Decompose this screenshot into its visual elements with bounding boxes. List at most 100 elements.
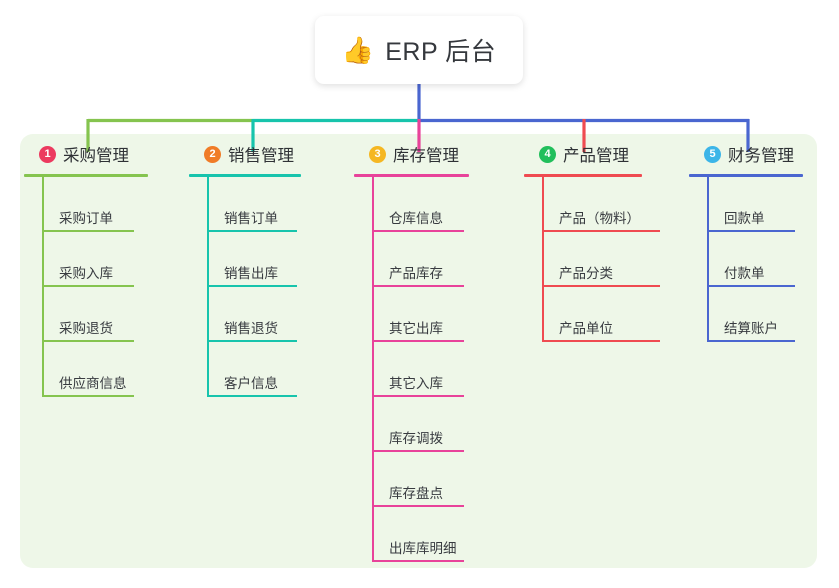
- branch-trunk-line: [542, 177, 544, 342]
- branch-header-5[interactable]: 5 财务管理: [685, 134, 839, 174]
- branch-number-badge: 3: [369, 145, 386, 163]
- list-item-underline: [707, 230, 795, 232]
- list-item[interactable]: 其它入库: [372, 342, 515, 397]
- list-item[interactable]: 产品分类: [542, 232, 685, 287]
- list-item[interactable]: 产品库存: [372, 232, 515, 287]
- list-item-underline: [42, 395, 134, 397]
- list-item-underline: [372, 505, 464, 507]
- root-node[interactable]: 👍 ERP 后台: [315, 16, 523, 84]
- list-item[interactable]: 付款单: [707, 232, 839, 287]
- branch-trunk-line: [707, 177, 709, 342]
- list-item-label: 其它出库: [389, 321, 443, 336]
- list-item-label: 出库库明细: [389, 541, 457, 556]
- list-item-underline: [372, 285, 464, 287]
- list-item[interactable]: 采购退货: [42, 287, 185, 342]
- list-item-underline: [207, 340, 297, 342]
- list-item-underline: [207, 285, 297, 287]
- list-item-label: 付款单: [724, 266, 765, 281]
- list-item-label: 采购退货: [59, 321, 113, 336]
- list-item-label: 回款单: [724, 211, 765, 226]
- branches-panel: [20, 134, 817, 568]
- list-item-underline: [372, 560, 464, 562]
- list-item-underline: [372, 450, 464, 452]
- branch-item-list: 采购订单采购入库采购退货供应商信息: [42, 177, 185, 397]
- branch-title: 销售管理: [228, 147, 294, 165]
- branch-title: 采购管理: [63, 147, 129, 165]
- list-item[interactable]: 其它出库: [372, 287, 515, 342]
- list-item-underline: [207, 230, 297, 232]
- branch-trunk-line: [372, 177, 374, 562]
- list-item[interactable]: 产品单位: [542, 287, 685, 342]
- branch-column-1: 1 采购管理采购订单采购入库采购退货供应商信息: [20, 134, 185, 397]
- branch-item-list: 销售订单销售出库销售退货客户信息: [207, 177, 350, 397]
- list-item-label: 库存盘点: [389, 486, 443, 501]
- list-item-label: 产品库存: [389, 266, 443, 281]
- root-title: ERP 后台: [385, 38, 497, 66]
- branch-item-list: 产品（物料） 产品分类产品单位: [542, 177, 685, 342]
- list-item-label: 其它入库: [389, 376, 443, 391]
- branch-number-badge: 5: [704, 145, 721, 163]
- list-item-underline: [42, 285, 134, 287]
- list-item-label: 供应商信息: [59, 376, 127, 391]
- list-item[interactable]: 库存盘点: [372, 452, 515, 507]
- list-item[interactable]: 销售出库: [207, 232, 350, 287]
- list-item-underline: [372, 230, 464, 232]
- list-item-label: 销售订单: [224, 211, 278, 226]
- branch-title: 库存管理: [393, 147, 459, 165]
- list-item-label: 采购订单: [59, 211, 113, 226]
- branch-header-1[interactable]: 1 采购管理: [20, 134, 185, 174]
- list-item-label: 结算账户: [724, 321, 778, 336]
- list-item[interactable]: 仓库信息: [372, 177, 515, 232]
- list-item-label: 仓库信息: [389, 211, 443, 226]
- branch-column-5: 5 财务管理回款单付款单结算账户: [685, 134, 839, 342]
- branch-item-list: 回款单付款单结算账户: [707, 177, 839, 342]
- list-item-underline: [207, 395, 297, 397]
- list-item[interactable]: 销售订单: [207, 177, 350, 232]
- list-item-label: 库存调拨: [389, 431, 443, 446]
- branch-item-list: 仓库信息产品库存其它出库其它入库库存调拨库存盘点出库库明细: [372, 177, 515, 562]
- branch-title: 财务管理: [728, 147, 794, 165]
- branch-underline: [24, 174, 148, 177]
- list-item[interactable]: 客户信息: [207, 342, 350, 397]
- branch-underline: [689, 174, 803, 177]
- branch-underline: [354, 174, 469, 177]
- list-item-underline: [542, 230, 660, 232]
- list-item-underline: [707, 340, 795, 342]
- list-item-label: 销售出库: [224, 266, 278, 281]
- list-item[interactable]: 采购入库: [42, 232, 185, 287]
- list-item[interactable]: 库存调拨: [372, 397, 515, 452]
- branch-trunk-line: [42, 177, 44, 397]
- list-item-underline: [42, 340, 134, 342]
- list-item-label: 产品（物料）: [559, 211, 640, 226]
- list-item-label: 客户信息: [224, 376, 278, 391]
- list-item-underline: [42, 230, 134, 232]
- list-item-label: 产品分类: [559, 266, 613, 281]
- list-item[interactable]: 采购订单: [42, 177, 185, 232]
- branch-number-badge: 4: [539, 145, 556, 163]
- branch-underline: [524, 174, 642, 177]
- list-item-underline: [542, 285, 660, 287]
- thumbs-up-icon: 👍: [341, 35, 375, 65]
- list-item[interactable]: 结算账户: [707, 287, 839, 342]
- list-item-underline: [542, 340, 660, 342]
- list-item-underline: [372, 395, 464, 397]
- branch-header-3[interactable]: 3 库存管理: [350, 134, 515, 174]
- list-item[interactable]: 出库库明细: [372, 507, 515, 562]
- list-item-underline: [707, 285, 795, 287]
- list-item[interactable]: 销售退货: [207, 287, 350, 342]
- list-item-underline: [372, 340, 464, 342]
- list-item-label: 采购入库: [59, 266, 113, 281]
- list-item[interactable]: 供应商信息: [42, 342, 185, 397]
- branch-column-3: 3 库存管理仓库信息产品库存其它出库其它入库库存调拨库存盘点出库库明细: [350, 134, 515, 562]
- branch-number-badge: 1: [39, 145, 56, 163]
- branch-trunk-line: [207, 177, 209, 397]
- list-item-label: 产品单位: [559, 321, 613, 336]
- list-item[interactable]: 产品（物料）: [542, 177, 685, 232]
- list-item[interactable]: 回款单: [707, 177, 839, 232]
